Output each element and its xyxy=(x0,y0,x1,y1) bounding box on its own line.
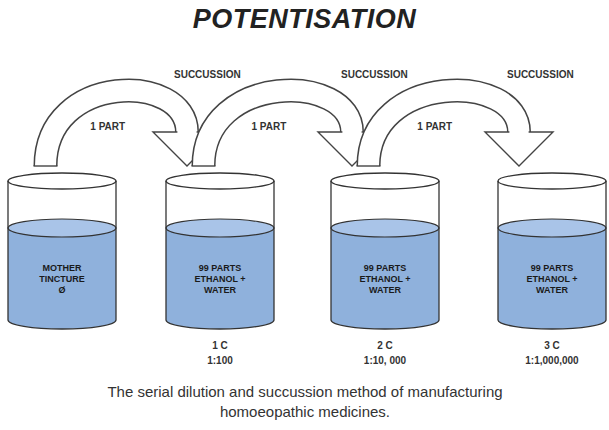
beaker-base xyxy=(166,320,274,329)
beaker-rim xyxy=(331,173,439,189)
beaker-wall xyxy=(605,181,606,320)
beaker-contents: 99 PARTS ETHANOL + WATER xyxy=(355,263,415,296)
liquid-body xyxy=(331,228,439,329)
liquid-body xyxy=(166,228,274,329)
arrow-tail xyxy=(357,165,381,166)
beaker-wall xyxy=(115,181,116,320)
edge-label: 1 PART xyxy=(90,121,125,132)
transfer-arrow xyxy=(357,91,554,166)
liquid-surface xyxy=(331,219,439,237)
arrow-outline xyxy=(369,91,520,166)
liquid-area: 99 PARTS ETHANOL + WATER xyxy=(165,240,275,318)
beaker-node: 99 PARTS ETHANOL + WATER1 C1:100 xyxy=(165,172,275,330)
potency-label: 1:100 xyxy=(155,355,285,367)
beaker-base xyxy=(331,320,439,329)
arrow-tail xyxy=(34,165,58,166)
diagram-title: POTENTISATION xyxy=(0,4,609,35)
potency-label: 2 C xyxy=(320,340,450,352)
beaker-wall xyxy=(438,181,439,320)
liquid-surface xyxy=(498,219,606,237)
liquid-area: 99 PARTS ETHANOL + WATER xyxy=(497,240,607,318)
arrow-joint xyxy=(177,131,196,134)
diagram-caption: The serial dilution and succussion metho… xyxy=(75,382,535,422)
arrow-head xyxy=(485,132,553,166)
arrow-joint xyxy=(509,131,528,134)
potency-label: 1:1,000,000 xyxy=(487,355,609,367)
arrow-fill xyxy=(46,91,188,166)
beaker-base xyxy=(498,320,606,329)
potency-label: 3 C xyxy=(487,340,609,352)
edge-label: 1 PART xyxy=(251,121,286,132)
arrow-outline xyxy=(204,91,353,166)
beaker-wall xyxy=(497,181,498,320)
beaker-outline xyxy=(330,172,440,330)
beaker-node: 99 PARTS ETHANOL + WATER2 C1:10, 000 xyxy=(330,172,440,330)
transfer-arrow xyxy=(192,91,387,166)
liquid-area: 99 PARTS ETHANOL + WATER xyxy=(330,240,440,318)
arrow-outline xyxy=(46,91,188,166)
liquid-body xyxy=(498,228,606,329)
arrow-tail xyxy=(192,165,216,166)
arrow-fill xyxy=(204,91,353,166)
beaker-contents: MOTHER TINCTURE Ø xyxy=(37,263,87,296)
beaker-rim xyxy=(8,173,116,189)
beaker-rim xyxy=(498,173,606,189)
beaker-node: MOTHER TINCTURE Ø xyxy=(7,172,117,330)
beaker-contents: 99 PARTS ETHANOL + WATER xyxy=(190,263,250,296)
liquid-surface xyxy=(166,219,274,237)
beaker-outline xyxy=(7,172,117,330)
liquid-body xyxy=(8,228,116,329)
beaker-node: 99 PARTS ETHANOL + WATER3 C1:1,000,000 xyxy=(497,172,607,330)
beaker-wall xyxy=(330,181,331,320)
beaker-wall xyxy=(7,181,8,320)
beaker-outline xyxy=(165,172,275,330)
edge-label: 1 PART xyxy=(417,121,452,132)
liquid-surface xyxy=(8,219,116,237)
beaker-contents: 99 PARTS ETHANOL + WATER xyxy=(522,263,582,296)
beaker-outline xyxy=(497,172,607,330)
arrow-joint xyxy=(342,131,361,134)
beaker-base xyxy=(8,320,116,329)
beaker-wall xyxy=(273,181,274,320)
potency-label: 1:10, 000 xyxy=(320,355,450,367)
arrow-fill xyxy=(369,91,520,166)
process-label: SUCCUSSION xyxy=(507,69,574,80)
process-label: SUCCUSSION xyxy=(341,69,408,80)
beaker-rim xyxy=(166,173,274,189)
beaker-wall xyxy=(165,181,166,320)
potency-label: 1 C xyxy=(155,340,285,352)
process-label: SUCCUSSION xyxy=(174,69,241,80)
liquid-area: MOTHER TINCTURE Ø xyxy=(7,240,117,318)
